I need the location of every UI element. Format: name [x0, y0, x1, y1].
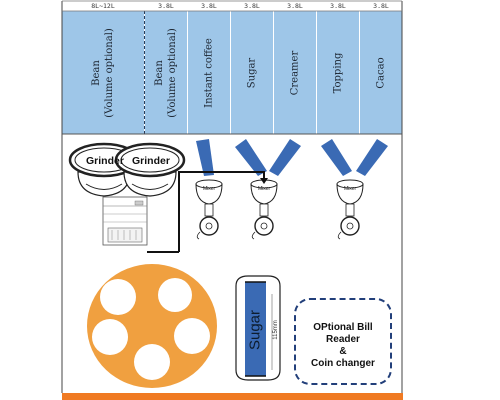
canister-instant-coffee: Instant coffee — [188, 11, 230, 134]
mixer-1-icon — [195, 179, 223, 240]
sugar-dispenser-label: Sugar — [246, 309, 264, 351]
mixer-3-icon — [336, 179, 364, 240]
capacity-label-bean-1: 8L~12L — [91, 2, 115, 10]
bill-reader-line-2: Reader — [326, 334, 360, 345]
bill-reader-line-3: & — [339, 346, 347, 357]
mixer-1-label: Mixer — [203, 186, 216, 192]
pipe-arrow-icon — [260, 178, 268, 184]
canister-cacao: Cacao — [360, 11, 402, 134]
canister-topping: Topping — [317, 11, 359, 134]
canister-creamer: Creamer — [274, 11, 316, 134]
canister-divider-dashed — [144, 11, 145, 134]
chute-creamer — [269, 139, 301, 176]
chute-topping — [321, 139, 352, 176]
canister-bean-2: Bean (Volume optional) — [145, 11, 187, 134]
grinder-1-label: Grinder — [86, 155, 124, 167]
chute-icons — [196, 139, 388, 176]
cup-slot-3 — [174, 318, 210, 354]
cup-slot-2 — [158, 278, 192, 312]
capacity-label-sugar: 3.8L — [244, 2, 260, 10]
base-bar — [62, 393, 403, 400]
sugar-dimension-label: 115mm — [273, 320, 279, 340]
capacity-label-cacao: 3.8L — [373, 2, 389, 10]
chute-instant-coffee — [196, 139, 214, 176]
canister-sugar: Sugar — [231, 11, 273, 134]
capacity-label-creamer: 3.8L — [287, 2, 303, 10]
chute-sugar — [235, 139, 267, 176]
bill-reader-line-1: OPtional Bill — [313, 322, 373, 333]
bill-reader-box: OPtional Bill Reader & Coin changer — [294, 298, 392, 385]
chute-cacao — [356, 139, 388, 176]
cup-slot-5 — [92, 319, 128, 355]
mixer-2-label: Mixer — [258, 186, 271, 192]
bill-reader-line-4: Coin changer — [311, 358, 375, 369]
cup-turret — [87, 264, 217, 388]
sugar-dispenser-fill — [245, 282, 266, 376]
capacity-label-bean-2: 3.8L — [158, 2, 174, 10]
canister-bean-1: Bean (Volume optional) — [62, 11, 144, 134]
brewer-unit-icon — [102, 196, 148, 246]
capacity-label-instant-coffee: 3.8L — [201, 2, 217, 10]
brew-pipe — [178, 171, 265, 252]
mixer-3-label: Mixer — [344, 186, 357, 192]
capacity-label-topping: 3.8L — [330, 2, 346, 10]
cup-slot-1 — [100, 279, 136, 315]
grinder-2-icon — [114, 142, 186, 197]
cup-slot-4 — [134, 344, 170, 380]
grinder-2-label: Grinder — [132, 155, 170, 167]
